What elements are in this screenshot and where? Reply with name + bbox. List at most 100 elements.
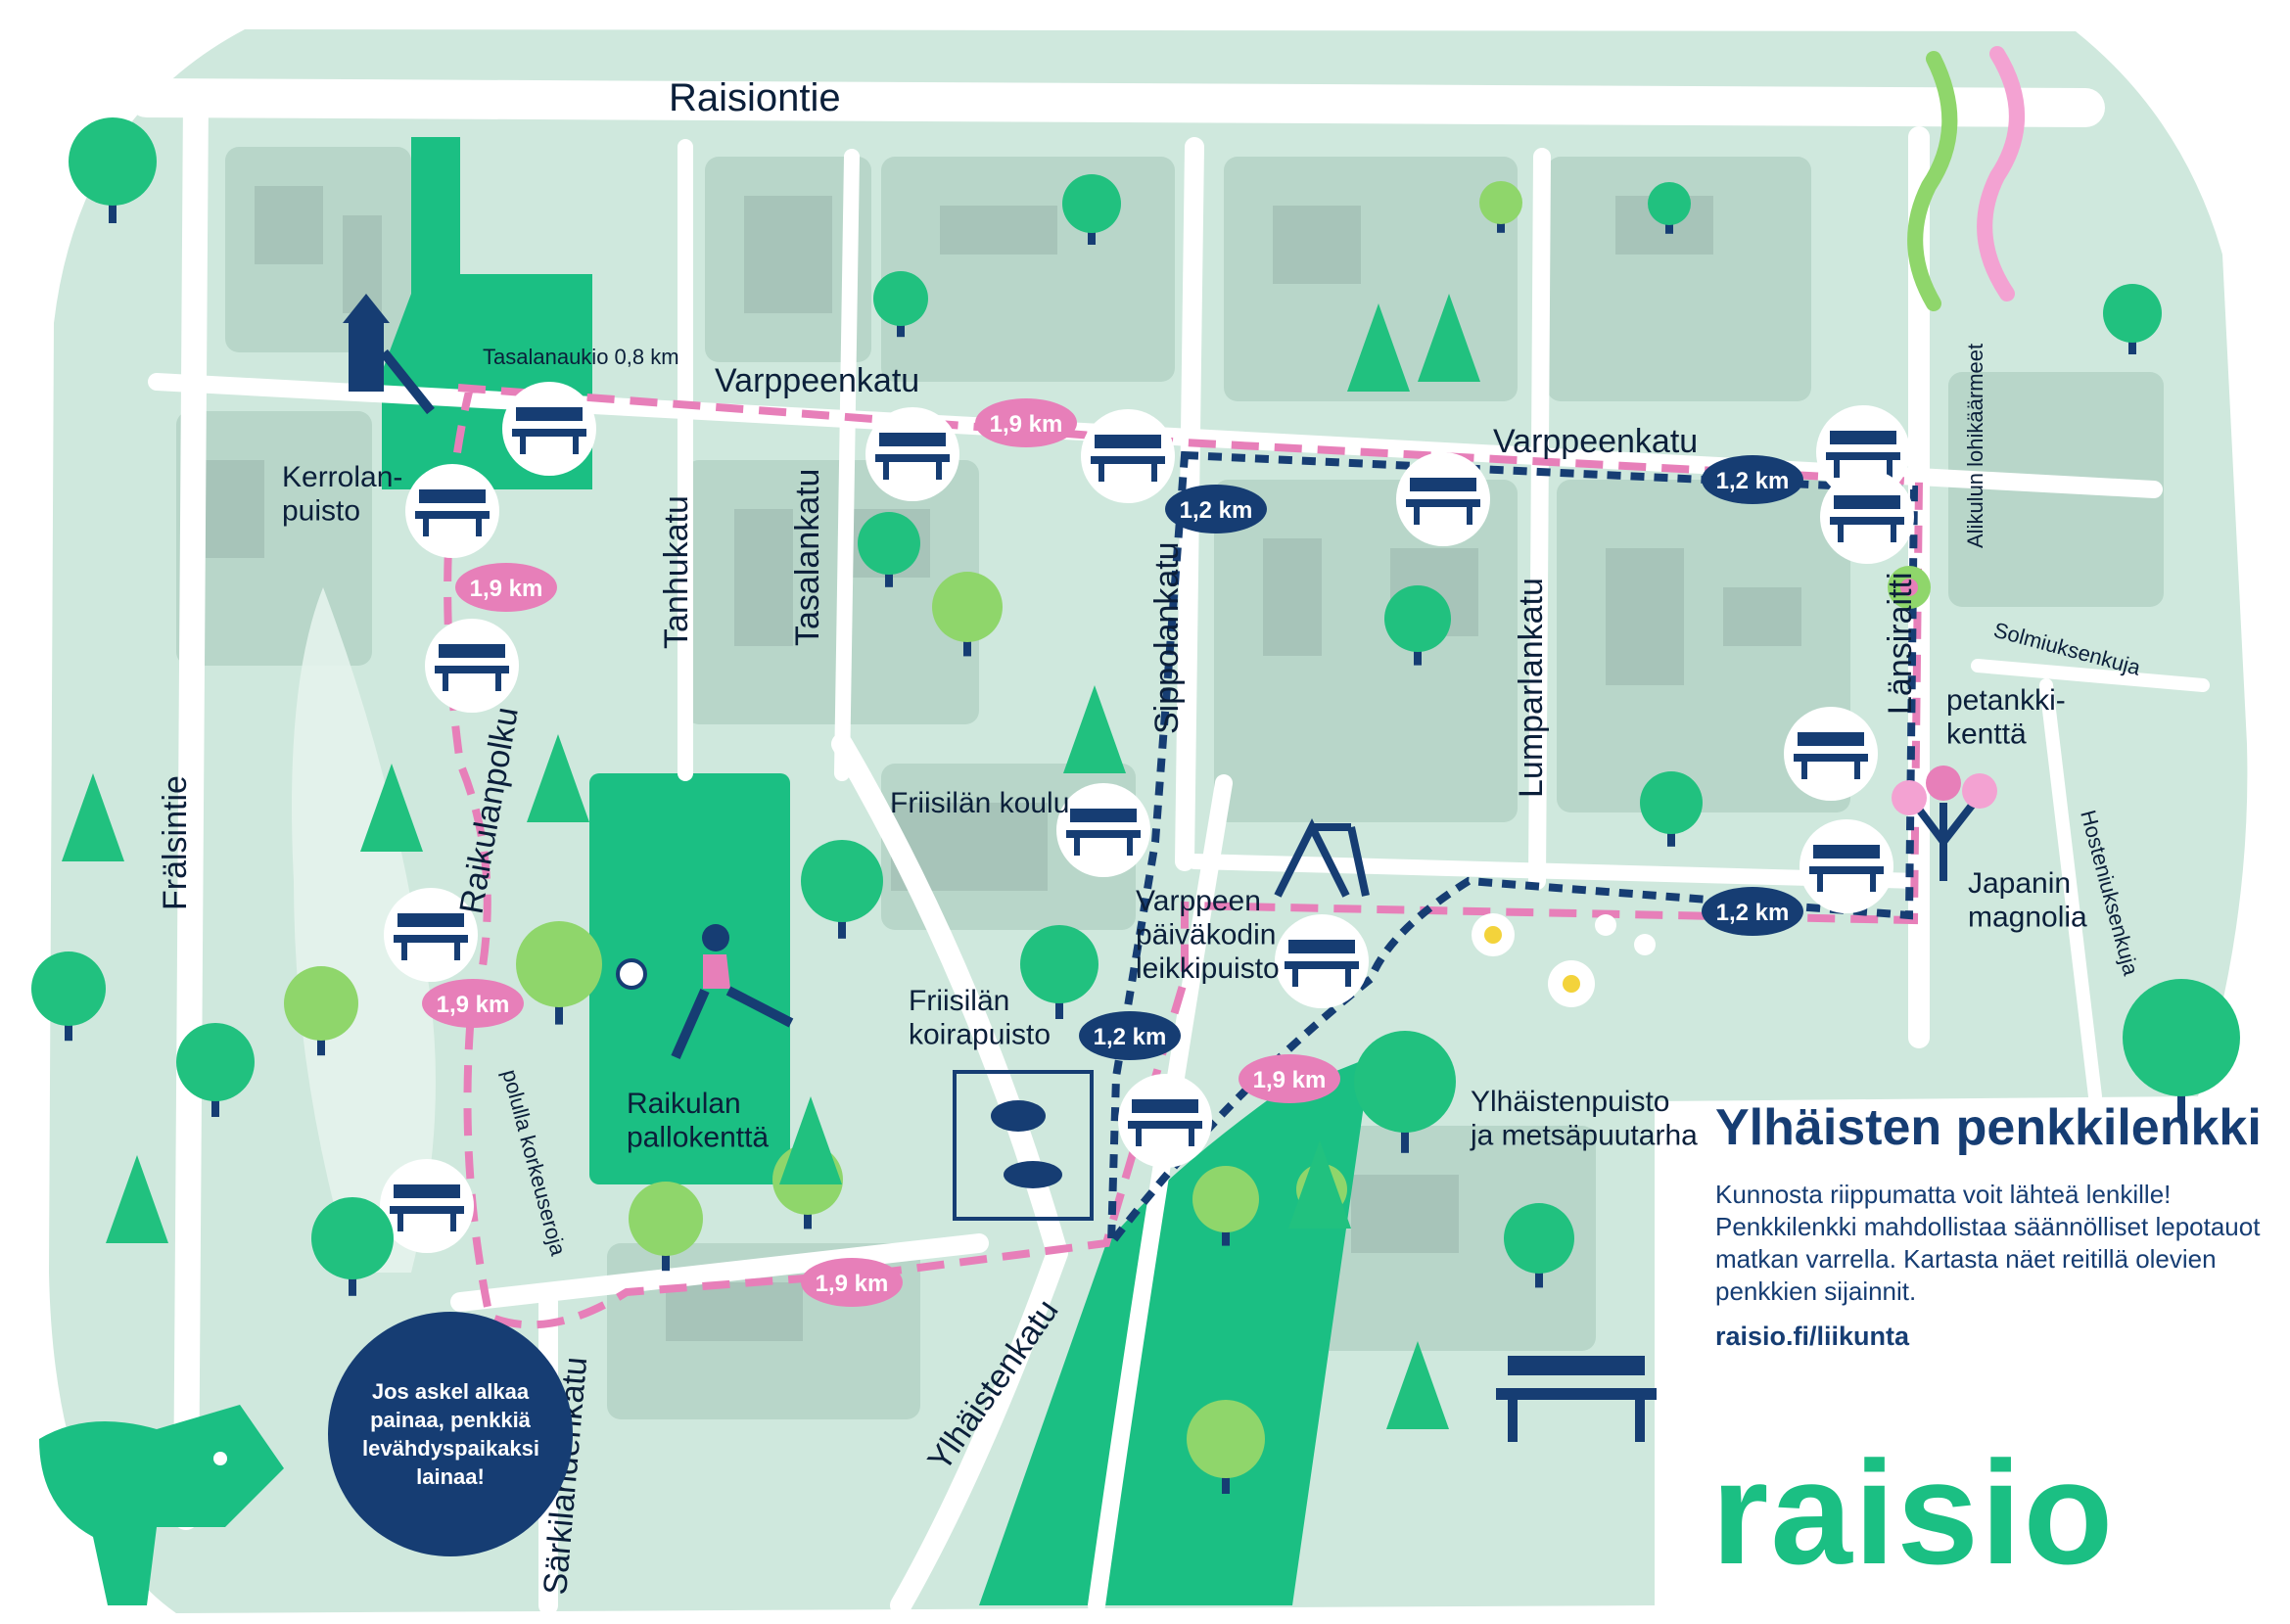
route-1-2km: [1106, 450, 1919, 1256]
street-varppeenkatu-east: Varppeenkatu: [1493, 423, 1698, 460]
tree-layer: [31, 117, 2240, 1494]
street-tanhukatu: Tanhukatu: [658, 495, 695, 649]
svg-text:1,9 km: 1,9 km: [990, 411, 1063, 438]
svg-text:1,2 km: 1,2 km: [1094, 1024, 1167, 1050]
km-marker-pink: 1,9 km: [422, 979, 524, 1028]
poster-title: Ylhäisten penkkilenkki: [1715, 1099, 2262, 1156]
bench-icon: [405, 464, 499, 558]
km-marker-pink: 1,9 km: [1238, 1054, 1340, 1103]
tree-icon: [1384, 585, 1451, 666]
bench-icon: [1820, 470, 1914, 564]
tree-icon: [284, 966, 358, 1056]
tree-icon: [176, 1023, 255, 1117]
forest-path-area: [292, 587, 436, 1273]
tree-icon: [69, 117, 157, 223]
conifer-tree-icon: [1418, 294, 1480, 382]
svg-text:1,9 km: 1,9 km: [816, 1271, 889, 1297]
fox-icon: [39, 1405, 284, 1605]
conifer-tree-icon: [1288, 1140, 1351, 1229]
tree-icon: [31, 951, 106, 1042]
bench-icon: [1784, 707, 1878, 801]
tree-icon: [2123, 979, 2240, 1120]
km-marker-pink: 1,9 km: [975, 398, 1077, 447]
conifer-tree-icon: [1063, 685, 1126, 773]
street-tasalankatu: Tasalankatu: [789, 469, 826, 646]
tree-icon: [1354, 1031, 1456, 1153]
svg-text:1,2 km: 1,2 km: [1716, 900, 1790, 926]
tree-icon: [1648, 182, 1691, 234]
street-raisiontie: Raisiontie: [669, 76, 841, 119]
bench-icon: [425, 619, 519, 713]
swing-icon: [1274, 818, 1370, 898]
bench-icon: [1396, 452, 1490, 546]
bench-icon: [1799, 819, 1893, 913]
svg-text:1,2 km: 1,2 km: [1180, 497, 1253, 524]
tree-icon: [1504, 1203, 1574, 1288]
place-petankkikentta: petankki-kenttä: [1946, 684, 2066, 751]
tree-icon: [1020, 925, 1098, 1019]
svg-text:1,2 km: 1,2 km: [1716, 468, 1790, 494]
conifer-tree-icon: [779, 1096, 842, 1184]
km-marker-navy: 1,2 km: [1165, 485, 1267, 534]
tree-icon: [2103, 284, 2162, 354]
km-marker-pink: 1,9 km: [455, 563, 557, 612]
km-marker-pink: 1,9 km: [801, 1258, 903, 1307]
bench-icon: [865, 407, 959, 501]
tree-icon: [311, 1197, 394, 1296]
conifer-tree-icon: [360, 764, 423, 852]
dragon-icon: [1907, 46, 2025, 311]
speech-bubble-text: Jos askel alkaa painaa, penkkiä levähdys…: [362, 1379, 540, 1489]
street-lumparlankatu: Lumparlankatu: [1513, 578, 1550, 798]
tree-icon: [1187, 1400, 1265, 1494]
bench-icon: [380, 1159, 474, 1253]
svg-text:1,9 km: 1,9 km: [437, 992, 510, 1018]
bench-icon: [1275, 914, 1369, 1008]
conifer-tree-icon: [1386, 1341, 1449, 1429]
conifer-tree-icon: [106, 1155, 168, 1243]
tree-icon: [873, 271, 928, 338]
tree-icon: [1479, 181, 1522, 233]
runner-icon: [671, 924, 794, 1060]
svg-text:1,9 km: 1,9 km: [1253, 1067, 1327, 1093]
website-link[interactable]: raisio.fi/liikunta: [1715, 1322, 1910, 1351]
conifer-tree-icon: [62, 773, 124, 861]
dog-icon: [953, 1070, 1094, 1221]
bench-icon: [1056, 783, 1150, 877]
bench-icon: [1081, 409, 1175, 503]
poster-description: Kunnosta riippumatta voit lähteä lenkill…: [1715, 1180, 2261, 1306]
place-kerrolanpuisto: Kerrolan-puisto: [282, 461, 402, 528]
playground-icon: [343, 294, 435, 415]
bench-icon: [1496, 1356, 1657, 1442]
flower-icon: [1472, 566, 1931, 1007]
speech-bubble: Jos askel alkaa painaa, penkkiä levähdys…: [328, 1312, 573, 1556]
bench-icon: [384, 888, 478, 982]
km-marker-navy: 1,2 km: [1079, 1011, 1181, 1060]
magnolia-tree-icon: [1892, 766, 1997, 881]
bench-icon: [1118, 1074, 1212, 1168]
tree-icon: [858, 512, 920, 587]
tree-icon: [1062, 174, 1121, 245]
bench-icon: [502, 382, 596, 476]
street-sippolankatu: Sippolankatu: [1148, 541, 1186, 734]
tree-icon: [629, 1182, 703, 1272]
street-alikulun-lohikaarmeet: Alikulun lohikäärmeet: [1963, 344, 1987, 548]
raisio-logo: raisio: [1711, 1430, 2116, 1595]
km-markers: 1,9 km 1,9 km 1,9 km 1,9 km 1,9 km 1,2 k…: [422, 398, 1803, 1307]
ball-icon: [616, 958, 647, 990]
tree-icon: [932, 572, 1003, 657]
tree-icon: [1192, 1166, 1259, 1246]
conifer-tree-icon: [527, 734, 589, 822]
info-panel: Ylhäisten penkkilenkki Kunnosta riippuma…: [1715, 1098, 2264, 1352]
street-varppeenkatu-west: Varppeenkatu: [715, 362, 919, 399]
tree-icon: [1640, 771, 1703, 847]
km-marker-navy: 1,2 km: [1702, 887, 1803, 936]
place-friisilan-koulu: Friisilän koulu: [890, 787, 1069, 819]
place-tasalanaukio: Tasalanaukio 0,8 km: [483, 345, 679, 369]
svg-text:1,9 km: 1,9 km: [470, 576, 543, 602]
